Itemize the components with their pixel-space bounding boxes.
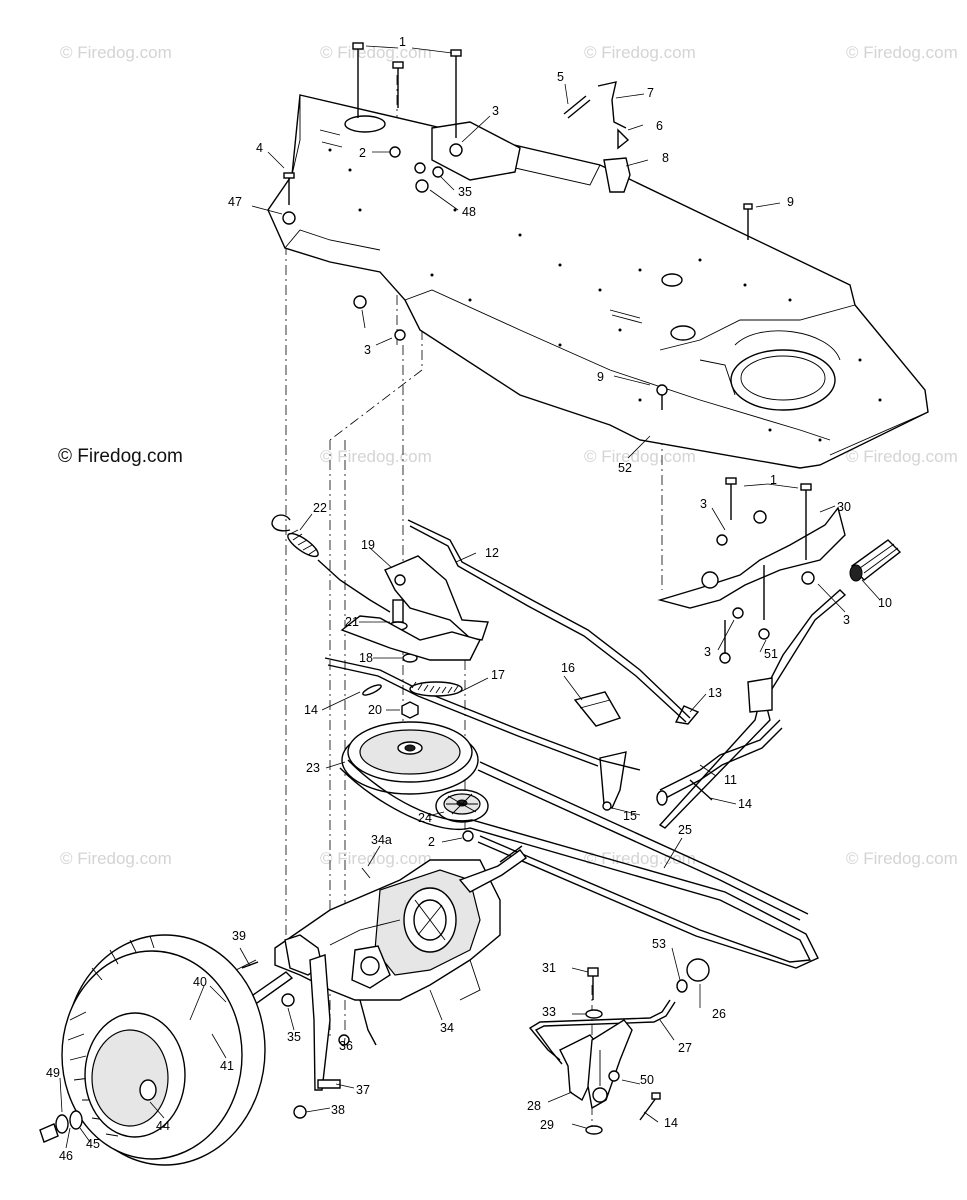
- callout-26: 26: [712, 1007, 726, 1021]
- drive-belt: [339, 759, 819, 969]
- callout-36: 36: [339, 1039, 353, 1053]
- callout-45: 45: [86, 1137, 100, 1151]
- callout-29: 29: [540, 1118, 554, 1132]
- watermark-text: © Firedog.com: [320, 43, 432, 62]
- brake-bracket: [599, 477, 902, 829]
- callout-3: 3: [492, 104, 499, 118]
- brake-assembly: [528, 958, 710, 1135]
- frame-hardware: [282, 42, 753, 410]
- callout-3: 3: [843, 613, 850, 627]
- callout-14: 14: [738, 797, 752, 811]
- watermark-text: © Firedog.com: [846, 447, 958, 466]
- callout-19: 19: [361, 538, 375, 552]
- transaxle: [241, 845, 527, 1119]
- callout-8: 8: [662, 151, 669, 165]
- callout-22: 22: [313, 501, 327, 515]
- watermark-text: © Firedog.com: [584, 849, 696, 868]
- callout-24: 24: [418, 811, 432, 825]
- callouts: 1 2 3 4 5 6 7 8 9 9 10 11 12 13 14 14 14…: [46, 35, 892, 1163]
- callout-21: 21: [345, 615, 359, 629]
- callout-49: 49: [46, 1066, 60, 1080]
- watermark-text: © Firedog.com: [60, 849, 172, 868]
- callout-14: 14: [304, 703, 318, 717]
- callout-46: 46: [59, 1149, 73, 1163]
- callout-9: 9: [787, 195, 794, 209]
- callout-3: 3: [700, 497, 707, 511]
- callout-47: 47: [228, 195, 242, 209]
- callout-30: 30: [837, 500, 851, 514]
- watermark-text: © Firedog.com: [320, 849, 432, 868]
- callout-23: 23: [306, 761, 320, 775]
- frame-plate: [267, 94, 929, 469]
- callout-35: 35: [287, 1030, 301, 1044]
- drive-pulley: [341, 721, 489, 842]
- watermark-text: © Firedog.com: [320, 447, 432, 466]
- callout-27: 27: [678, 1041, 692, 1055]
- callout-6: 6: [656, 119, 663, 133]
- callout-39: 39: [232, 929, 246, 943]
- callout-2: 2: [428, 835, 435, 849]
- credit-text: © Firedog.com: [58, 446, 183, 467]
- callout-14: 14: [664, 1116, 678, 1130]
- callout-40: 40: [193, 975, 207, 989]
- callout-3: 3: [364, 343, 371, 357]
- callout-28: 28: [527, 1099, 541, 1113]
- callout-15: 15: [623, 809, 637, 823]
- callout-7: 7: [647, 86, 654, 100]
- callout-11: 11: [724, 773, 737, 787]
- callout-5: 5: [557, 70, 564, 84]
- callout-16: 16: [561, 661, 575, 675]
- control-rods: [271, 514, 713, 801]
- watermark-text: © Firedog.com: [584, 447, 696, 466]
- watermark-text: © Firedog.com: [846, 43, 958, 62]
- callout-53: 53: [652, 937, 666, 951]
- callout-3: 3: [704, 645, 711, 659]
- rear-wheel: [39, 934, 266, 1166]
- callout-51: 51: [764, 647, 778, 661]
- callout-1: 1: [770, 473, 777, 487]
- callout-37: 37: [356, 1083, 370, 1097]
- callout-48: 48: [462, 205, 476, 219]
- callout-52: 52: [618, 461, 632, 475]
- watermark-text: © Firedog.com: [846, 849, 958, 868]
- callout-2: 2: [359, 146, 366, 160]
- callout-9: 9: [597, 370, 604, 384]
- callout-44: 44: [156, 1119, 170, 1133]
- callout-1: 1: [399, 35, 406, 49]
- callout-34: 34: [440, 1021, 454, 1035]
- watermark-text: © Firedog.com: [584, 43, 696, 62]
- callout-17: 17: [491, 668, 505, 682]
- callout-31: 31: [542, 961, 556, 975]
- callout-10: 10: [878, 596, 892, 610]
- idler-hardware: [340, 599, 482, 719]
- callout-50: 50: [640, 1073, 654, 1087]
- callout-4: 4: [256, 141, 263, 155]
- callout-34a: 34a: [371, 833, 392, 847]
- callout-18: 18: [359, 651, 373, 665]
- callout-41: 41: [220, 1059, 234, 1073]
- shift-rod: [563, 81, 627, 129]
- watermarks: © Firedog.com © Firedog.com © Firedog.co…: [60, 43, 958, 868]
- callout-35: 35: [458, 185, 472, 199]
- callout-20: 20: [368, 703, 382, 717]
- callout-13: 13: [708, 686, 722, 700]
- callout-33: 33: [542, 1005, 556, 1019]
- leader-lines: [59, 45, 881, 1149]
- callout-12: 12: [485, 546, 499, 560]
- callout-38: 38: [331, 1103, 345, 1117]
- callout-25: 25: [678, 823, 692, 837]
- watermark-text: © Firedog.com: [60, 43, 172, 62]
